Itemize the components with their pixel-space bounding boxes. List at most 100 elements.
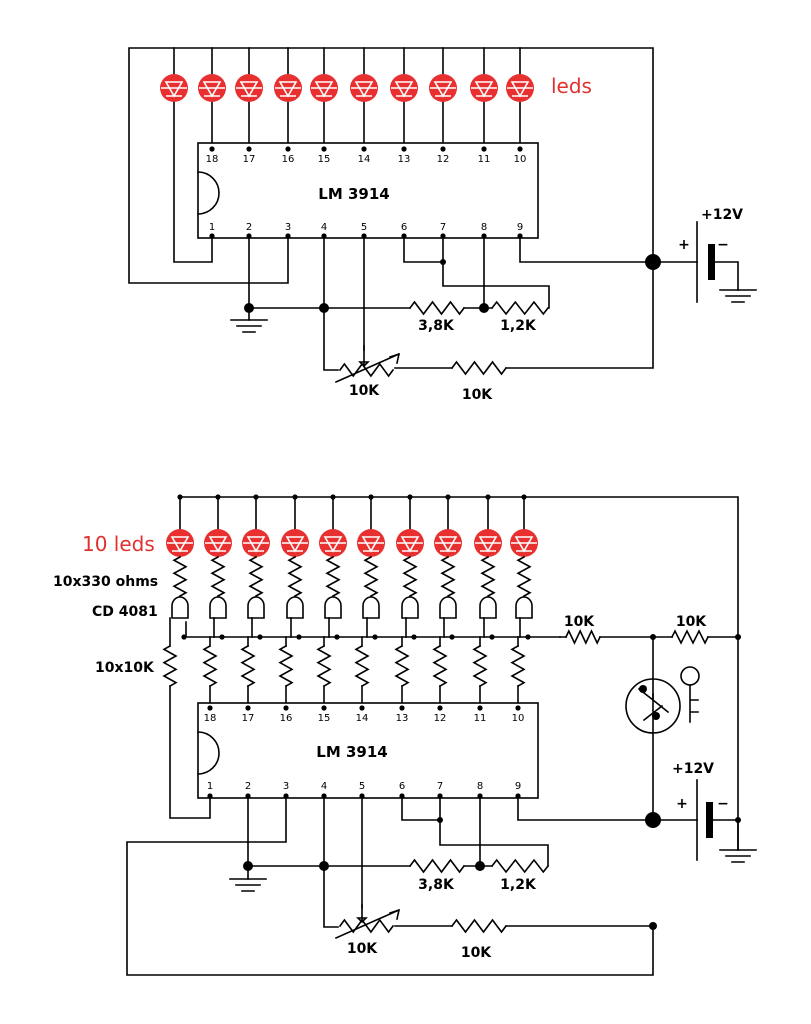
junction-dot — [515, 793, 521, 799]
pin-number: 14 — [356, 713, 369, 724]
junction-dot — [283, 793, 289, 799]
ground-icon — [229, 878, 267, 892]
junction-dot — [481, 233, 487, 239]
key-icon-head — [680, 666, 700, 686]
junction-dot — [407, 494, 413, 500]
resistor-icon — [325, 555, 341, 598]
junction-dot — [525, 634, 531, 640]
wire — [403, 235, 550, 309]
bottom-gate-label: CD 4081 — [92, 604, 158, 620]
junction-dot — [321, 705, 327, 711]
led-icon — [506, 74, 534, 102]
wire — [126, 795, 654, 976]
resistor-icon — [338, 362, 395, 378]
bottom-rseries-label: 10K — [461, 945, 492, 961]
junction-dot — [321, 146, 327, 152]
junction-dot — [177, 494, 183, 500]
wire — [247, 795, 411, 880]
key-icon-shaft — [689, 684, 699, 723]
pin-number: 18 — [206, 154, 219, 165]
led-icon — [166, 529, 194, 557]
junction-dot — [257, 634, 263, 640]
top-pot-label: 10K — [349, 383, 380, 399]
bottom-rb-label: 10K — [676, 614, 707, 630]
resistor-icon — [450, 360, 508, 376]
led-icon — [242, 529, 270, 557]
led-icon — [274, 74, 302, 102]
junction-dot — [245, 705, 251, 711]
pin-number: 11 — [474, 713, 487, 724]
junction-dot — [209, 233, 215, 239]
junction-dot — [517, 233, 523, 239]
resistor-icon — [480, 555, 496, 598]
bottom-r2-label: 1,2K — [500, 877, 537, 893]
bottom-ra-label: 10K — [564, 614, 595, 630]
junction-dot — [285, 233, 291, 239]
junction-dot — [245, 793, 251, 799]
junction-dot — [735, 634, 741, 640]
and-gate-icon — [286, 596, 304, 619]
pin-number: 3 — [285, 222, 291, 233]
led-icon — [160, 74, 188, 102]
potentiometer-wiper — [356, 904, 368, 924]
junction-dot — [437, 817, 443, 823]
led-icon — [390, 74, 418, 102]
junction-dot — [440, 259, 446, 265]
resistor-icon — [162, 644, 178, 688]
led-icon — [310, 74, 338, 102]
and-gate-icon — [479, 596, 497, 619]
led-diode-mark — [161, 81, 187, 98]
pin-number: 13 — [398, 154, 411, 165]
junction-dot — [521, 494, 527, 500]
led-icon — [235, 74, 263, 102]
wire — [652, 261, 739, 291]
pin-number: 12 — [434, 713, 447, 724]
pin-number: 3 — [283, 781, 289, 792]
pin-number: 6 — [399, 781, 405, 792]
pin-number: 18 — [204, 713, 217, 724]
wire — [323, 795, 654, 928]
junction-dot — [296, 634, 302, 640]
junction-dot — [215, 494, 221, 500]
pin-number: 7 — [437, 781, 443, 792]
ground-icon — [230, 319, 268, 333]
led-diode-mark — [507, 81, 533, 98]
led-diode-mark — [275, 81, 301, 98]
junction-dot — [285, 146, 291, 152]
junction-dot — [735, 817, 741, 823]
junction-dot — [399, 705, 405, 711]
and-gate-icon — [439, 596, 457, 619]
bottom-wires — [126, 494, 741, 976]
pin-number: 16 — [280, 713, 293, 724]
junction-dot — [283, 705, 289, 711]
top-lm3914-chip — [197, 142, 539, 239]
bottom-leds-label: 10 leds — [82, 532, 155, 556]
led-icon — [429, 74, 457, 102]
top-chip-notch — [197, 171, 220, 215]
bottom-chip-label: LM 3914 — [316, 743, 387, 761]
top-r1-label: 3,8K — [418, 318, 455, 334]
junction-dot — [359, 793, 365, 799]
wire — [169, 685, 211, 819]
bottom-passives — [162, 555, 757, 940]
resistor-icon — [408, 858, 466, 874]
pin-number: 2 — [245, 781, 251, 792]
and-gate-icon — [401, 596, 419, 619]
resistor-icon — [240, 644, 256, 688]
resistor-icon — [172, 555, 188, 598]
pin-number: 1 — [207, 781, 213, 792]
bottom-chip-notch — [197, 731, 220, 775]
led-diode-mark — [430, 81, 456, 98]
pin-number: 17 — [242, 713, 255, 724]
junction-dot — [321, 233, 327, 239]
led-diode-mark — [351, 81, 377, 98]
pin-number: 4 — [321, 781, 327, 792]
junction-dot — [399, 793, 405, 799]
resistor-icon — [510, 644, 526, 688]
resistor-icon — [450, 918, 508, 934]
led-diode-mark — [282, 536, 308, 553]
pin-number: 8 — [481, 222, 487, 233]
